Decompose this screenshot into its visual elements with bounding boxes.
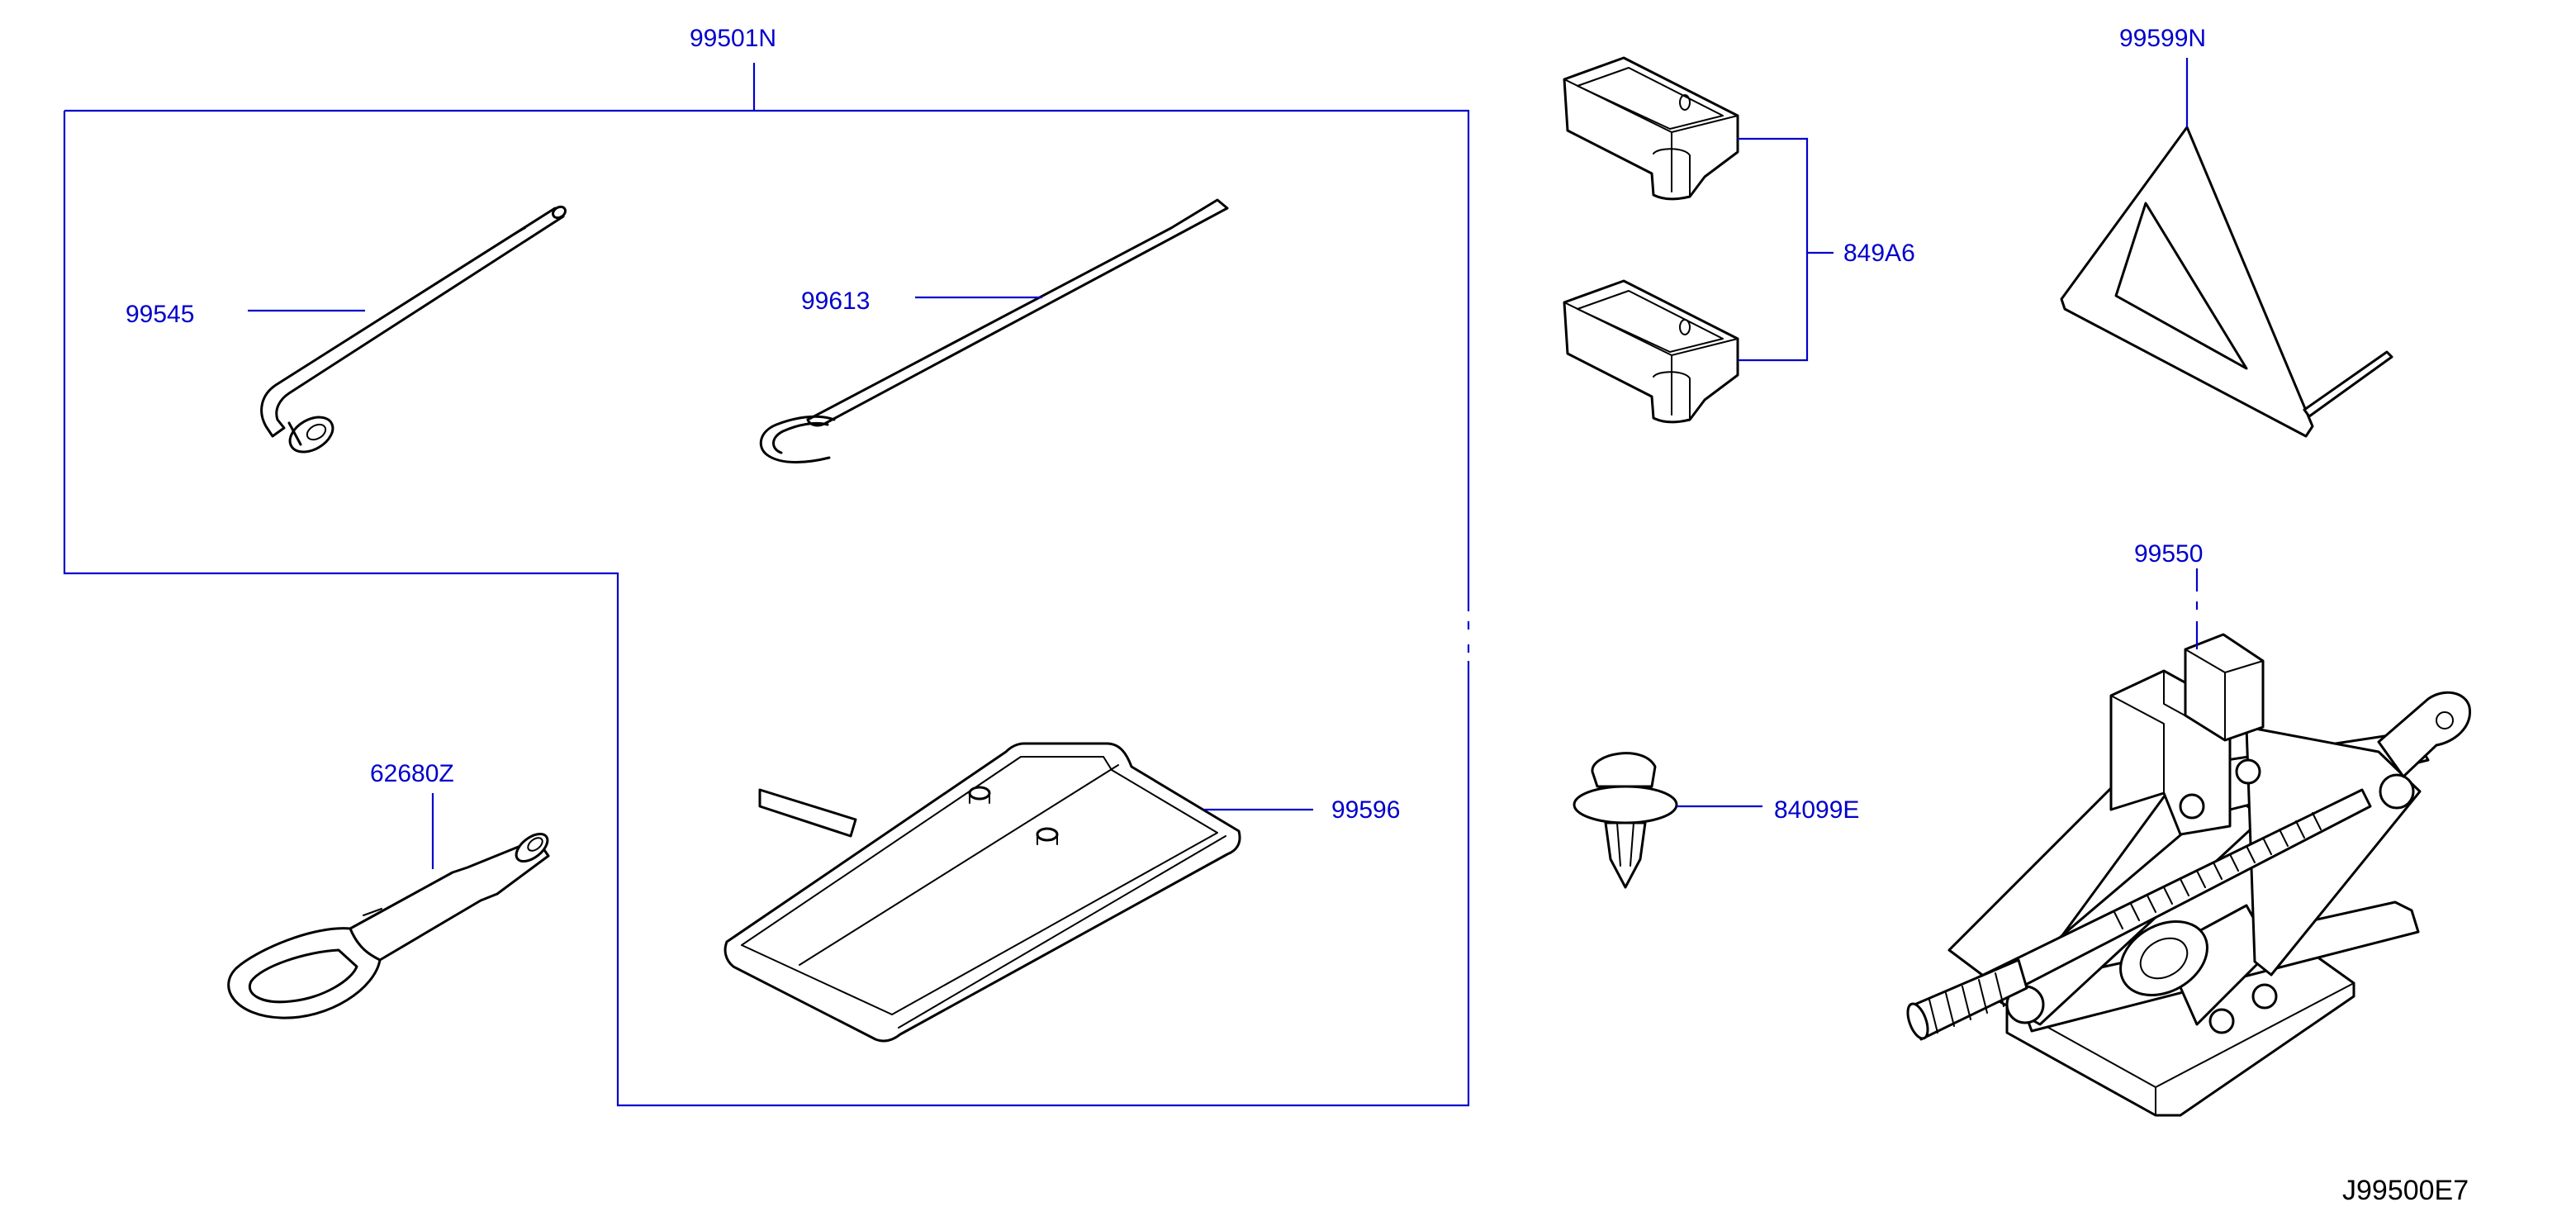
warning-triangle-drawing — [2060, 126, 2393, 438]
part-label-84099E[interactable]: 84099E — [1774, 796, 1859, 824]
tool-tray-drawing — [723, 742, 1241, 1043]
jack-holder-upper-drawing — [1563, 56, 1739, 201]
part-label-99550[interactable]: 99550 — [2134, 540, 2203, 568]
diagram-reference-code: J99500E7 — [2342, 1175, 2469, 1206]
part-label-99599N[interactable]: 99599N — [2119, 25, 2206, 52]
part-label-99613[interactable]: 99613 — [801, 287, 870, 315]
part-label-99545[interactable]: 99545 — [126, 301, 194, 328]
part-label-99501N[interactable]: 99501N — [690, 25, 776, 52]
clip-drawing — [1573, 752, 1678, 889]
wheel-wrench-drawing — [260, 205, 567, 454]
kit-group-bracket — [63, 63, 1471, 1107]
jack-handle-drawing — [759, 198, 1229, 463]
scissor-jack-drawing — [1906, 633, 2471, 1117]
part-label-62680Z[interactable]: 62680Z — [370, 760, 454, 787]
tow-hook-drawing — [227, 832, 550, 1019]
jack-holder-lower-drawing — [1563, 279, 1739, 424]
part-label-849A6[interactable]: 849A6 — [1843, 240, 1915, 267]
part-label-99596[interactable]: 99596 — [1331, 796, 1400, 824]
